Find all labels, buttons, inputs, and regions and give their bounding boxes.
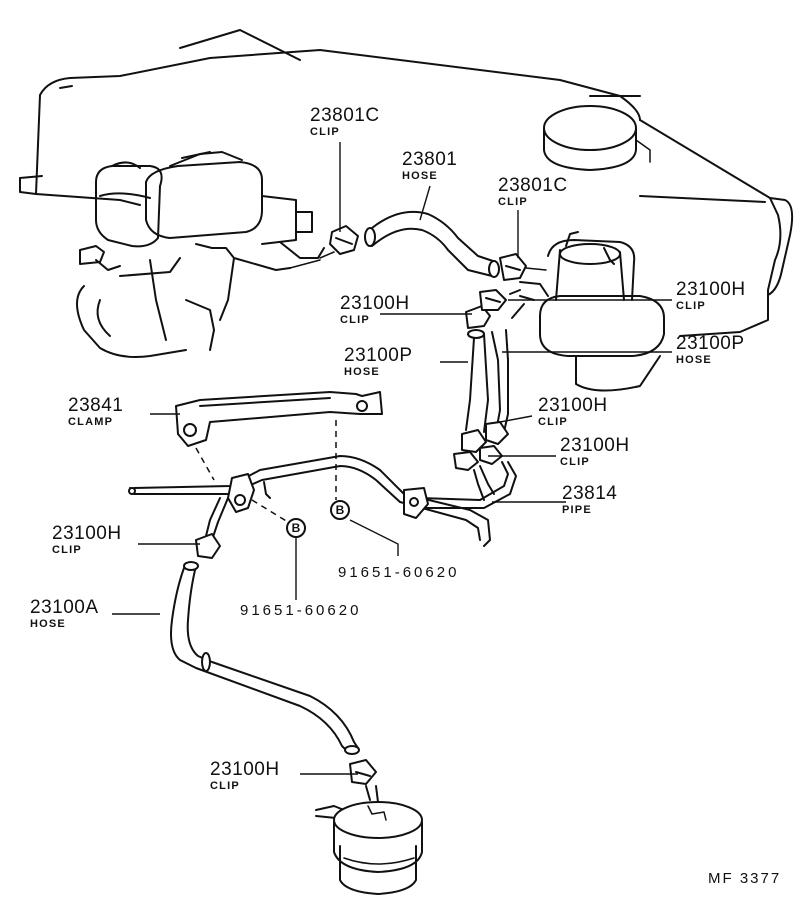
callout-hose-23100a: 23100A HOSE [30, 598, 99, 630]
bolt-part-number-right: 91651-60620 [338, 564, 460, 581]
part-name: CLIP [310, 126, 340, 138]
part-number: 23814 [562, 483, 618, 504]
part-number: 23100H [340, 293, 410, 314]
callout-clip-23100h-upper-left: 23100H CLIP [340, 294, 410, 326]
callout-pipe-23814: 23814 PIPE [562, 484, 617, 516]
alignment-lines [195, 420, 337, 523]
part-name: CLIP [676, 300, 706, 312]
part-number: 23801C [498, 175, 568, 196]
callout-clip-23100h-lower: 23100H CLIP [560, 436, 630, 468]
part-name: HOSE [402, 170, 438, 182]
callout-hose-23100p-right: 23100P HOSE [676, 334, 745, 366]
callout-clip-23801c-right: 23801C CLIP [498, 176, 568, 208]
callout-clip-23100h-mid: 23100H CLIP [538, 396, 608, 428]
callout-clamp-23841: 23841 CLAMP [68, 396, 123, 428]
callout-hose-23100p-left: 23100P HOSE [344, 346, 413, 378]
part-name: PIPE [562, 504, 592, 516]
part-number: 23100P [344, 345, 413, 366]
callout-clip-23100h-left: 23100H CLIP [52, 524, 122, 556]
oil-filler-cap [543, 105, 651, 171]
part-number: 23801C [310, 105, 380, 126]
pressure-regulator [509, 231, 665, 392]
fuel-filter [315, 785, 423, 895]
hose-23801-drawing [329, 210, 547, 281]
part-number: 23100H [538, 395, 608, 416]
part-name: CLIP [210, 780, 240, 792]
callout-clip-23100h-upper-right: 23100H CLIP [676, 280, 746, 312]
clamp-23841-drawing [175, 391, 383, 447]
part-name: CLAMP [68, 416, 114, 428]
pipe-23814-drawing [128, 455, 517, 547]
part-name: CLIP [52, 544, 82, 556]
part-number: 23100H [210, 759, 280, 780]
throttle-body [76, 151, 335, 358]
hose-23100A-drawing [170, 533, 377, 785]
callout-hose-23801: 23801 HOSE [402, 150, 457, 182]
part-number: 23100H [52, 523, 122, 544]
engine-outline [19, 29, 794, 337]
hose-23100P-drawing [453, 289, 509, 471]
bolt-mark-right: B [330, 500, 350, 520]
part-number: 23841 [68, 395, 124, 416]
part-name: HOSE [676, 354, 712, 366]
figure-code: MF 3377 [708, 870, 782, 887]
callout-clip-23100h-bottom: 23100H CLIP [210, 760, 280, 792]
part-name: CLIP [340, 314, 370, 326]
pipe-bracket [205, 473, 255, 541]
bolt-mark-left: B [286, 518, 306, 538]
part-number: 23801 [402, 149, 458, 170]
part-number: 23100H [560, 435, 630, 456]
part-name: HOSE [344, 366, 380, 378]
part-name: CLIP [498, 196, 528, 208]
part-number: 23100H [676, 279, 746, 300]
part-name: CLIP [538, 416, 568, 428]
leader-lines [112, 142, 672, 775]
part-number: 23100P [676, 333, 745, 354]
part-number: 23100A [30, 597, 99, 618]
bolt-part-number-left: 91651-60620 [240, 602, 362, 619]
callout-clip-23801c-left: 23801C CLIP [310, 106, 380, 138]
part-name: CLIP [560, 456, 590, 468]
part-name: HOSE [30, 618, 66, 630]
